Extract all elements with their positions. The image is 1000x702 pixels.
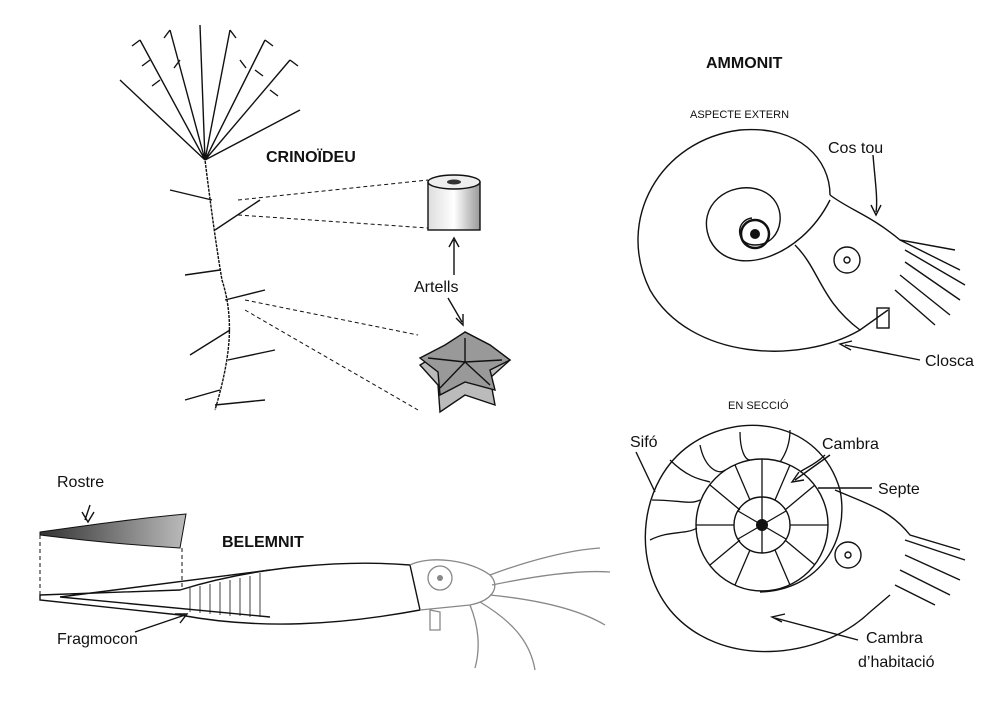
stem-segment-cylinder xyxy=(427,174,481,231)
soft-body-label: Cos tou xyxy=(828,140,883,157)
crinoid-crown xyxy=(119,24,301,161)
artells-label: Artells xyxy=(414,279,458,296)
ammonite-title: AMMONIT xyxy=(706,55,783,72)
crinoid-title: CRINOÏDEU xyxy=(266,148,356,166)
ammonite-external-drawing xyxy=(637,128,966,361)
external-view-heading: ASPECTE EXTERN xyxy=(690,109,789,121)
belemnite-title: BELEMNIT xyxy=(222,534,304,551)
septum-label: Septe xyxy=(878,481,920,498)
shell-label: Closca xyxy=(925,353,974,370)
crinoid-drawing xyxy=(119,24,301,411)
chamber-label: Cambra xyxy=(822,436,879,453)
stem-segment-star xyxy=(418,331,512,414)
living-chamber-label-line2: d’habitació xyxy=(858,654,935,671)
section-view-heading: EN SECCIÓ xyxy=(728,399,789,412)
rostrum-label: Rostre xyxy=(57,474,104,491)
phragmocone-label: Fragmocon xyxy=(57,631,138,648)
ammonite-section-drawing xyxy=(635,424,966,653)
siphuncle-label: Sifó xyxy=(630,434,658,451)
living-chamber-label-line1: Cambra xyxy=(866,630,923,647)
belemnite-drawing xyxy=(39,504,611,671)
